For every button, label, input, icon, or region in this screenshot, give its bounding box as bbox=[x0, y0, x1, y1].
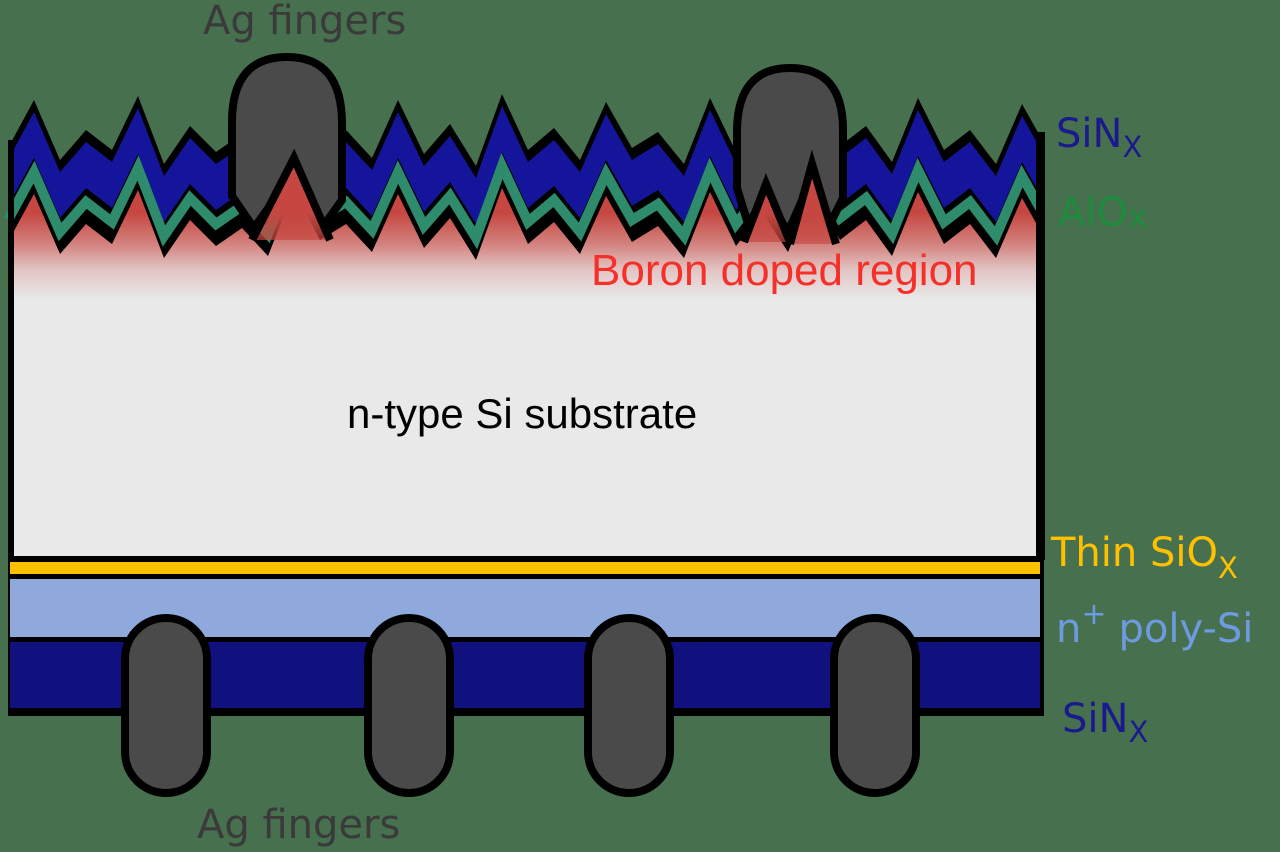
boron-doped-region-label: Boron doped region bbox=[591, 246, 978, 295]
left-border bbox=[8, 140, 14, 560]
thin-siox-label: Thin SiOX bbox=[1050, 530, 1238, 585]
ag-finger-bottom-3 bbox=[584, 614, 674, 797]
ag-finger-bottom-4 bbox=[830, 614, 920, 797]
thin-siox-layer bbox=[10, 562, 1040, 574]
ag-finger-bottom-2 bbox=[364, 614, 454, 797]
ag-finger-bottom-1 bbox=[121, 614, 211, 797]
boron-peak-top-2a bbox=[740, 173, 794, 244]
alox-front-layer bbox=[3, 152, 1045, 250]
texture-top-cover bbox=[8, 0, 1040, 166]
ag-fingers-bottom-label: Ag fingers bbox=[197, 802, 400, 848]
boron-peak-top-2b bbox=[786, 149, 840, 246]
sinx-bottom-label: SiNX bbox=[1062, 696, 1148, 749]
boron-peak-top-1 bbox=[248, 148, 334, 242]
ag-finger-top-1 bbox=[228, 52, 346, 236]
substrate-label: n-type Si substrate bbox=[347, 390, 697, 437]
ag-fingers-top-label: Ag fingers bbox=[203, 0, 406, 44]
sinx-top-label: SiNX bbox=[1056, 111, 1142, 164]
alox-label: AlOx bbox=[1058, 190, 1148, 237]
right-border bbox=[1036, 132, 1045, 560]
n-poly-si-label: n+poly-Si bbox=[1056, 597, 1253, 652]
